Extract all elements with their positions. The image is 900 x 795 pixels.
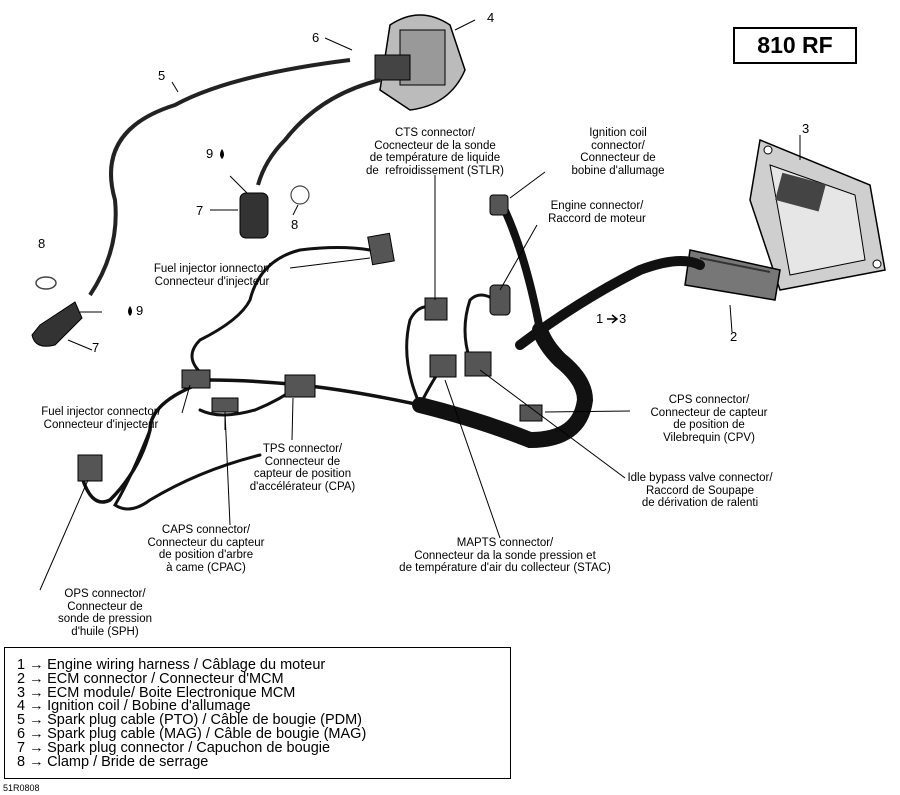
right-arrow-icon — [607, 314, 619, 324]
spark-plug-cable-pto — [88, 58, 351, 297]
fuel-injector-left-label: Fuel injector connector/ Connecteur d'in… — [41, 406, 161, 431]
cps-connector-label: CPS connector/ Connecteur de capteur de … — [650, 394, 768, 444]
legend-number: 3 — [17, 684, 26, 701]
callout-9-top: 9 — [206, 146, 214, 161]
callout-7-top: 7 — [196, 203, 204, 218]
right-arrow-icon: → — [29, 698, 44, 715]
right-arrow-icon: → — [29, 670, 44, 687]
legend-text: Engine wiring harness / Câblage du moteu… — [47, 657, 326, 673]
legend-row: 7 → Spark plug connector / Capuchon de b… — [17, 739, 331, 756]
legend-row: 4 → Ignition coil / Bobine d'allumage — [17, 698, 251, 715]
legend-text: ECM connector / Connecteur d'MCM — [47, 670, 284, 687]
legend-row: 3 → ECM module/ Boite Electronique MCM — [17, 684, 296, 701]
legend-text: Spark plug connector / Capuchon de bougi… — [47, 739, 331, 756]
callout-5: 5 — [158, 68, 166, 83]
idle-bypass-valve-label: Idle bypass valve connector/ Raccord de … — [627, 472, 773, 509]
spark-plug-connector-left — [31, 301, 83, 347]
legend-text: Clamp / Bride de serrage — [47, 753, 209, 770]
legend-row: 1 → Engine wiring harness / Câblage du m… — [17, 657, 326, 673]
spark-plug-cable-mag — [256, 78, 381, 186]
legend-number: 2 — [17, 670, 26, 687]
legend-text: Spark plug cable (MAG) / Câble de bougie… — [47, 726, 367, 742]
legend-number: 5 — [17, 712, 26, 729]
ignition-coil — [374, 14, 466, 111]
legend-box: 1 → Engine wiring harness / Câblage du m… — [4, 647, 511, 779]
legend-text: Ignition coil / Bobine d'allumage — [47, 698, 251, 715]
legend-row: 6 → Spark plug cable (MAG) / Câble de bo… — [17, 726, 367, 742]
cts-connector-label: CTS connector/ Cocnecteur de la sonde de… — [365, 127, 505, 177]
legend-row: 5 → Spark plug cable (PTO) / Câble de bo… — [17, 712, 362, 729]
legend-text: ECM module/ Boite Electronique MCM — [47, 684, 296, 701]
callout-4: 4 — [487, 10, 495, 25]
figure-code: 51R0808 — [3, 783, 40, 793]
legend-number: 4 — [17, 698, 26, 715]
clamp-left — [35, 276, 57, 290]
callout-6: 6 — [312, 30, 320, 45]
legend-text: Spark plug cable (PTO) / Câble de bougie… — [47, 712, 362, 729]
callout-1-target: 3 — [619, 311, 627, 326]
ignition-coil-connector-label: Ignition coil connector/ Connecteur de b… — [571, 127, 665, 177]
clamp-top — [290, 185, 310, 205]
callout-7-left: 7 — [92, 340, 100, 355]
callout-8-top: 8 — [291, 217, 299, 232]
grease-drop-icon — [220, 149, 224, 159]
right-arrow-icon: → — [29, 712, 44, 729]
grease-drop-icon — [128, 306, 132, 316]
callout-2: 2 — [730, 329, 738, 344]
right-arrow-icon: → — [29, 739, 44, 756]
callout-1: 1 — [596, 311, 604, 326]
right-arrow-icon: → — [29, 726, 44, 742]
engine-connector-label: Engine connector/ Raccord de moteur — [548, 200, 646, 225]
mapts-connector-label: MAPTS connector/ Connecteur da la sonde … — [399, 537, 611, 574]
callout-3: 3 — [802, 121, 810, 136]
caps-connector-label: CAPS connector/ Connecteur du capteur de… — [147, 524, 265, 574]
right-arrow-icon: → — [29, 657, 44, 673]
right-arrow-icon: → — [29, 684, 44, 701]
model-badge: 810 RF — [733, 27, 857, 64]
ecm-connector — [684, 249, 781, 301]
ecm-module — [749, 138, 886, 291]
legend-number: 1 — [17, 657, 26, 673]
legend-row: 8 → Clamp / Bride de serrage — [17, 753, 209, 770]
callout-9-left: 9 — [136, 303, 144, 318]
ops-connector-label: OPS connector/ Connecteur de sonde de pr… — [58, 588, 152, 638]
spark-plug-connector-top — [239, 192, 269, 239]
callout-8-left: 8 — [38, 236, 46, 251]
harness-connectors — [77, 194, 543, 482]
legend-number: 7 — [17, 739, 26, 756]
legend-number: 6 — [17, 726, 26, 742]
fuel-injector-top-label: Fuel injector ionnector/ Connecteur d'in… — [153, 263, 271, 288]
legend-row: 2 → ECM connector / Connecteur d'MCM — [17, 670, 284, 687]
legend-number: 8 — [17, 753, 26, 770]
leader-lines — [39, 19, 801, 591]
right-arrow-icon: → — [29, 753, 44, 770]
tps-connector-label: TPS connector/ Connecteur de capteur de … — [249, 443, 356, 493]
